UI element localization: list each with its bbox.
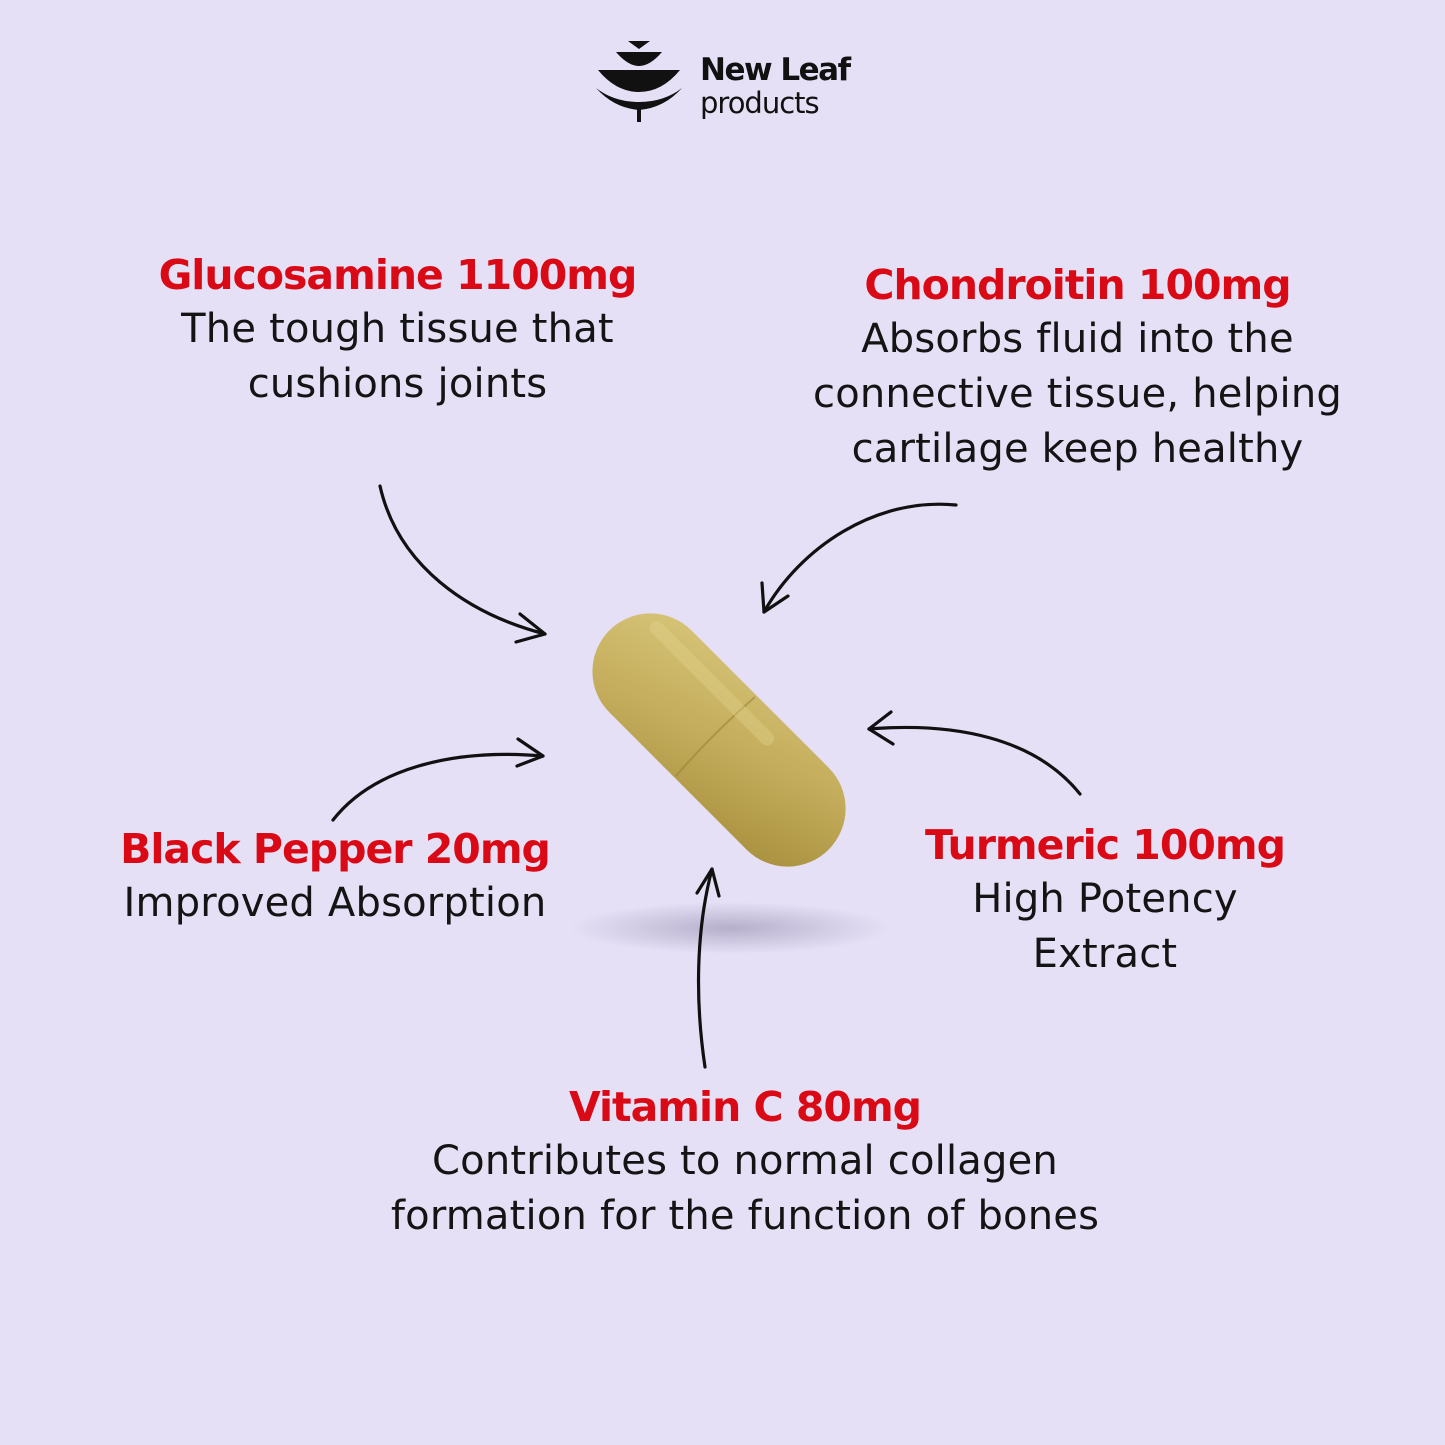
ingredient-description: Absorbs fluid into the connective tissue… [813, 316, 1342, 472]
arrow-icon [760, 502, 958, 614]
callout-turmeric: Turmeric 100mg High Potency Extract [905, 818, 1305, 982]
arrow-icon [378, 484, 547, 644]
ingredient-name: Vitamin C 80mg [568, 1083, 922, 1131]
brand-subtitle: products [700, 86, 820, 120]
ingredient-description: The tough tissue that cushions joints [181, 306, 614, 407]
capsule-shadow [570, 902, 890, 954]
ingredient-name: Chondroitin 100mg [864, 261, 1291, 309]
callout-chondroitin: Chondroitin 100mg Absorbs fluid into the… [800, 258, 1355, 477]
ingredient-name: Black Pepper 20mg [120, 825, 551, 873]
ingredient-name: Glucosamine 1100mg [158, 251, 638, 299]
new-leaf-logo-icon [596, 41, 682, 122]
brand-logo: New Leaf products [594, 38, 864, 128]
capsule [592, 613, 846, 867]
arrow-icon [331, 737, 545, 822]
callout-black-pepper: Black Pepper 20mg Improved Absorption [95, 822, 575, 931]
brand-name: New Leaf [700, 52, 851, 88]
arrow-icon [867, 710, 1082, 796]
ingredient-name: Turmeric 100mg [925, 821, 1286, 869]
arrow-icon [695, 867, 721, 1069]
callout-vitamin-c: Vitamin C 80mg Contributes to normal col… [335, 1080, 1155, 1244]
ingredient-description: Improved Absorption [123, 880, 547, 926]
callout-glucosamine: Glucosamine 1100mg The tough tissue that… [150, 248, 645, 412]
ingredient-description: Contributes to normal collagen formation… [390, 1138, 1100, 1239]
ingredient-description: High Potency Extract [972, 876, 1238, 977]
